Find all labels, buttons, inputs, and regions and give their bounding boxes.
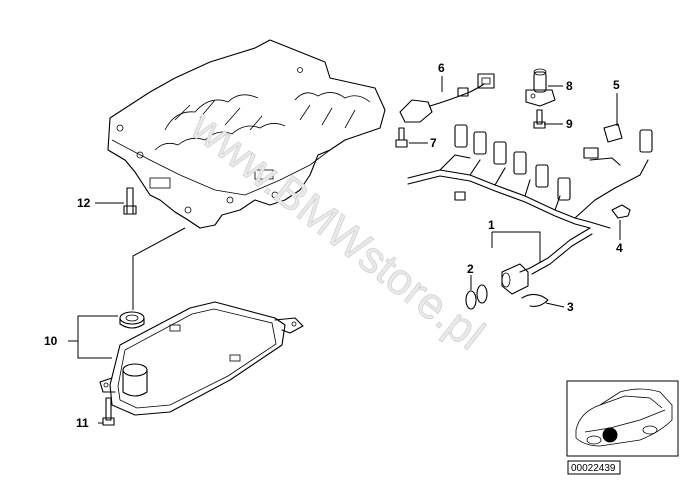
- screw-7: [395, 127, 408, 148]
- assembly-leader: [132, 227, 186, 310]
- callout-1: 1: [488, 218, 495, 232]
- diagram-code: 00022439: [571, 463, 616, 474]
- oil-filter: [99, 301, 304, 416]
- wiring-harness: [407, 124, 653, 275]
- bracket-5: [603, 123, 623, 143]
- callout-12: 12: [77, 196, 91, 210]
- seal-ring: [119, 311, 145, 329]
- clip-4: [611, 204, 631, 219]
- o-rings-2: [465, 284, 488, 310]
- callout-2: 2: [467, 262, 474, 276]
- callout-numbers: 12 10 11 6 7 8 9 5 1 2 3 4: [44, 61, 623, 430]
- sensor-8: [525, 68, 556, 107]
- callout-6: 6: [438, 61, 445, 75]
- watermark: www.BMWstore.pl: [181, 101, 493, 360]
- location-marker: [602, 427, 618, 443]
- callout-9: 9: [566, 117, 573, 131]
- screw-11: [102, 397, 115, 426]
- callout-11: 11: [76, 416, 89, 430]
- callout-7: 7: [430, 136, 437, 150]
- callout-3: 3: [567, 300, 574, 314]
- leader-lines: [68, 76, 621, 424]
- callout-4: 4: [616, 241, 623, 255]
- speed-sensor-6: [399, 73, 495, 123]
- inset-car-thumbnail: 00022439: [566, 380, 679, 475]
- callout-5: 5: [613, 78, 620, 92]
- connector-plug-1: [501, 263, 529, 295]
- screw-9: [533, 109, 546, 129]
- clip-3: [521, 293, 549, 307]
- callout-8: 8: [566, 79, 573, 93]
- valve-body: [107, 39, 386, 229]
- screw-12: [123, 187, 137, 215]
- callout-10: 10: [44, 334, 58, 348]
